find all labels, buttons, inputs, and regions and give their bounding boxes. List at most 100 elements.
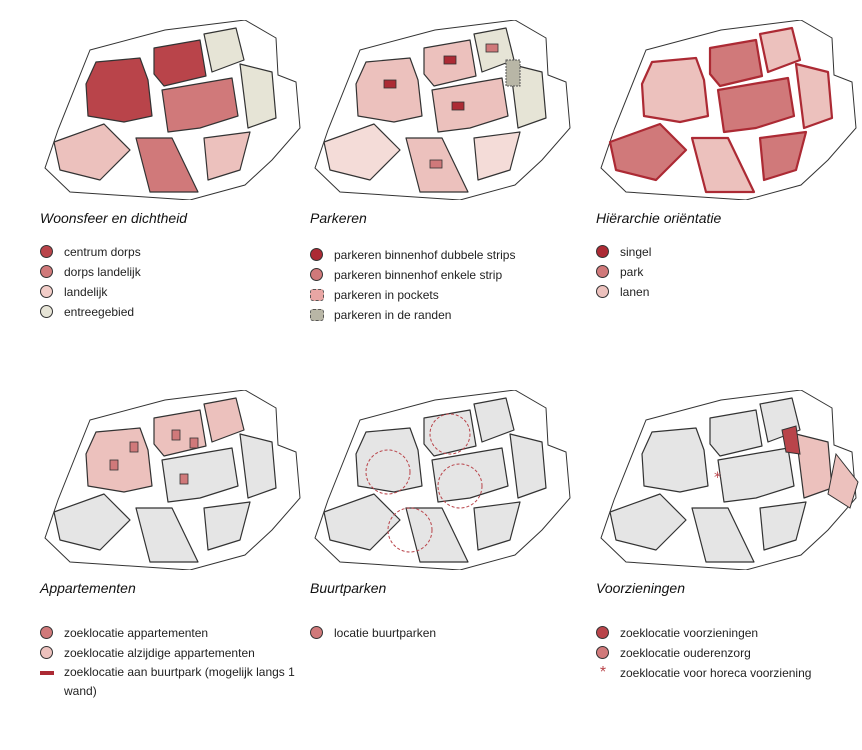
buurtpark-circle [429, 413, 471, 455]
site-map [600, 20, 857, 200]
parking-strip [429, 159, 443, 169]
legend: zoeklocatie appartementen zoeklocatie al… [40, 623, 304, 701]
legend-label: dorps landelijk [64, 265, 141, 279]
block-east [794, 62, 834, 130]
legend-swatch [596, 285, 609, 298]
legend-label: centrum dorps [64, 245, 141, 259]
site-map [314, 20, 571, 200]
legend: parkeren binnenhof dubbele strips parker… [310, 245, 515, 325]
apartment-block [171, 429, 181, 441]
block-sw [323, 123, 401, 181]
legend-item: zoeklocatie voorzieningen [596, 623, 811, 643]
block-center [161, 447, 239, 503]
block-n1 [153, 39, 207, 87]
legend-label: zoeklocatie voorzieningen [620, 626, 759, 640]
legend-item: *zoeklocatie voor horeca voorziening [596, 663, 812, 683]
block-ne [473, 397, 515, 443]
legend-swatch [310, 289, 324, 301]
panel-title: Parkeren [310, 210, 367, 226]
legend-item: parkeren in pockets [310, 285, 515, 305]
legend-swatch [40, 245, 53, 258]
site-map [314, 390, 571, 570]
block-sw [323, 493, 401, 551]
block-ne [203, 397, 245, 443]
legend-swatch [40, 305, 53, 318]
legend-item: landelijk [40, 282, 141, 302]
legend-swatch [40, 646, 53, 659]
block-sw [608, 122, 688, 182]
block-center [431, 447, 509, 503]
legend-item: parkeren binnenhof dubbele strips [310, 245, 515, 265]
legend-item: locatie buurtparken [310, 623, 436, 643]
block-nw [85, 427, 153, 493]
legend-item: parkeren in de randen [310, 305, 515, 325]
legend-swatch [596, 626, 609, 639]
legend-label: zoeklocatie voor horeca voorziening [620, 666, 812, 680]
legend-item: centrum dorps [40, 242, 141, 262]
block-center [161, 77, 239, 133]
parking-edge [505, 59, 521, 87]
panel-buurtparken: Buurtparken locatie buurtparken [310, 390, 580, 750]
legend-item: entreegebied [40, 302, 141, 322]
parking-strip [451, 101, 465, 111]
block-sw [53, 123, 131, 181]
legend-swatch [40, 626, 53, 639]
panel-appartementen: Appartementen zoeklocatie appartementen … [40, 390, 310, 750]
apartment-block [179, 473, 189, 485]
parking-strip [443, 55, 457, 65]
apartment-block [109, 459, 119, 471]
legend-item: singel [596, 242, 651, 262]
legend: zoeklocatie voorzieningen zoeklocatie ou… [596, 623, 811, 683]
buurtpark-circle [365, 449, 411, 495]
legend-label: zoeklocatie alzijdige appartementen [64, 646, 255, 660]
block-se [203, 131, 251, 181]
legend-swatch [310, 268, 323, 281]
site-map: * [600, 390, 859, 570]
legend-swatch [596, 245, 609, 258]
legend-label: locatie buurtparken [334, 626, 437, 640]
legend-swatch [596, 646, 609, 659]
legend-label: zoeklocatie appartementen [64, 626, 209, 640]
block-se [759, 501, 807, 551]
panel-parkeren: Parkeren parkeren binnenhof dubbele stri… [310, 20, 580, 380]
panel-woonsfeer: Woonsfeer en dichtheid centrum dorps dor… [40, 20, 310, 380]
apartment-block [129, 441, 139, 453]
legend-item: lanen [596, 282, 651, 302]
legend-item: zoeklocatie ouderenzorg [596, 643, 811, 663]
block-n1 [709, 409, 763, 457]
block-center [716, 76, 796, 134]
legend-swatch [40, 671, 54, 675]
parking-strip [383, 79, 397, 89]
block-nw [355, 427, 423, 493]
panel-title: Woonsfeer en dichtheid [40, 210, 188, 226]
block-nw [640, 56, 710, 124]
block-ne [758, 26, 802, 74]
block-nw [85, 57, 153, 123]
legend-swatch [310, 309, 324, 321]
block-south [135, 507, 199, 563]
block-se [473, 501, 521, 551]
legend-item: zoeklocatie appartementen [40, 623, 304, 643]
legend-item: zoeklocatie alzijdige appartementen [40, 643, 304, 663]
legend-item: parkeren binnenhof enkele strip [310, 265, 515, 285]
block-sw [53, 493, 131, 551]
legend-swatch [40, 285, 53, 298]
legend-label: parkeren binnenhof dubbele strips [334, 248, 516, 262]
block-ne [203, 27, 245, 73]
legend-label: zoeklocatie aan buurtpark (mogelijk lang… [64, 665, 295, 698]
legend-label: park [620, 265, 644, 279]
block-se [473, 131, 521, 181]
ouderenzorg-area [827, 452, 859, 509]
block-n1 [708, 38, 764, 88]
block-n1 [423, 409, 477, 457]
site-map [44, 390, 301, 570]
panel-title: Buurtparken [310, 580, 387, 596]
legend-label: parkeren binnenhof enkele strip [334, 268, 503, 282]
block-center [431, 77, 509, 133]
legend-item: zoeklocatie aan buurtpark (mogelijk lang… [40, 663, 304, 701]
buurtpark-circle [437, 463, 483, 509]
block-east [239, 433, 277, 499]
legend: singel park lanen [596, 242, 651, 302]
legend-swatch [310, 626, 323, 639]
legend-swatch [596, 265, 609, 278]
